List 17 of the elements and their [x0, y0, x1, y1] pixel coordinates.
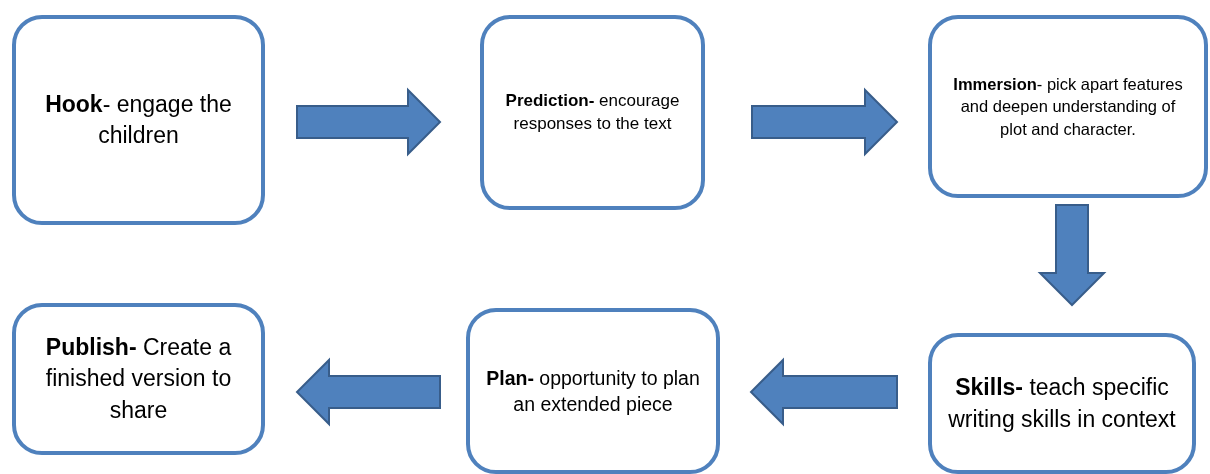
step-box: [12, 15, 265, 225]
step-text: Immersion- pick apart features and deepen understanding of plot and character.: [952, 74, 1184, 140]
step-text: Prediction- encourage responses to the text: [504, 89, 681, 135]
block-arrow: [751, 87, 899, 157]
step-text: Skills- teach specific writing skills in context: [947, 373, 1177, 434]
step-box: [480, 15, 705, 210]
block-arrow: [295, 357, 441, 427]
step-box: [466, 308, 720, 474]
step-box: [928, 15, 1208, 198]
step-text: Plan- opportunity to plan an extended piece: [485, 365, 701, 417]
block-arrow: [296, 87, 442, 157]
block-arrow: [1037, 204, 1107, 307]
step-text: Publish- Create a finished version to share: [44, 333, 233, 425]
step-box: [928, 333, 1196, 474]
step-text: Hook- engage the children: [44, 89, 233, 150]
block-arrow: [749, 357, 898, 427]
step-box: [12, 303, 265, 455]
